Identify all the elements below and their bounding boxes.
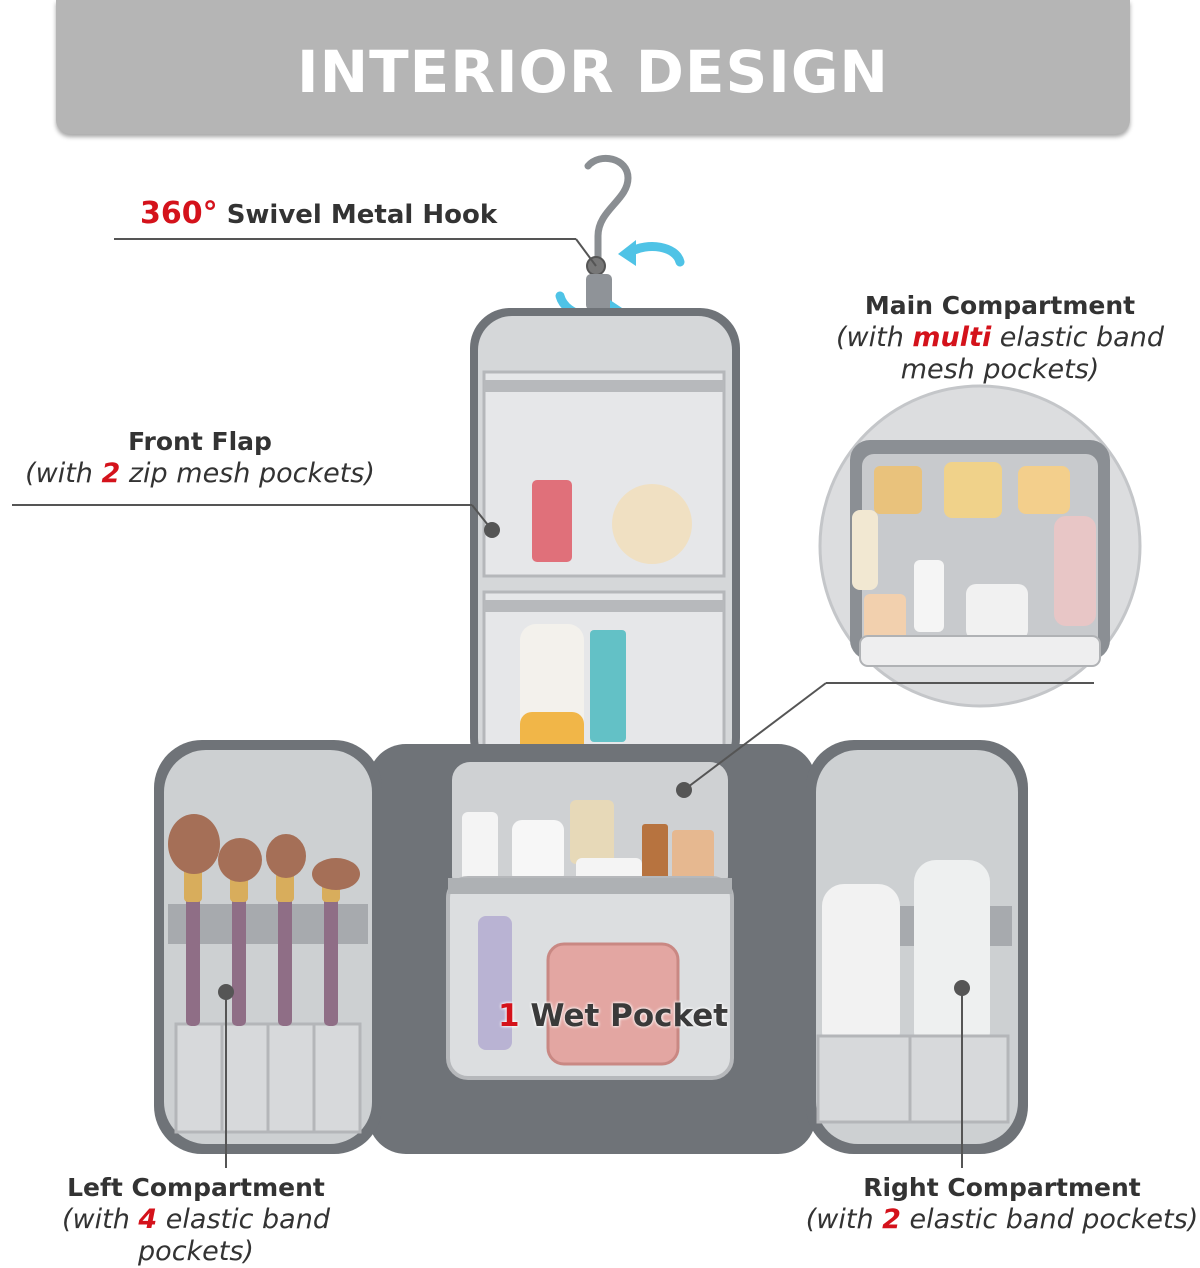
right-compartment-heading: Right Compartment — [863, 1173, 1141, 1202]
wet-pocket-label: 1 Wet Pocket — [498, 998, 728, 1034]
title-banner: INTERIOR DESIGN — [56, 0, 1130, 134]
front-flap — [470, 308, 740, 778]
main-compartment-heading: Main Compartment — [864, 291, 1136, 320]
front-flap-desc: (with 2 zip mesh pockets) — [25, 458, 375, 489]
main-compartment-zoom — [818, 384, 1142, 708]
hook-text: Swivel Metal Hook — [226, 200, 498, 230]
left-compartment-label: Left Compartment (with 4 elastic band po… — [0, 1172, 392, 1268]
left-compartment-desc: (with 4 elastic band pockets) — [62, 1204, 330, 1267]
main-compartment-desc-line1: (with multi elastic band — [836, 322, 1164, 353]
wet-pocket-count: 1 — [498, 998, 520, 1034]
right-compartment — [806, 740, 1028, 1154]
hook-degree: 360° — [140, 196, 218, 231]
right-compartment-label: Right Compartment (with 2 elastic band p… — [804, 1172, 1200, 1236]
wet-pocket-text: Wet Pocket — [519, 998, 729, 1034]
hook-label: 360° Swivel Metal Hook — [140, 196, 497, 231]
front-flap-label: Front Flap (with 2 zip mesh pockets) — [14, 426, 386, 490]
right-compartment-desc: (with 2 elastic band pockets) — [805, 1204, 1199, 1235]
main-compartment — [368, 744, 816, 1154]
main-compartment-desc-line2: mesh pockets) — [900, 354, 1100, 385]
leader-lines — [12, 238, 1094, 1168]
front-flap-heading: Front Flap — [128, 427, 272, 456]
left-compartment — [154, 740, 382, 1154]
banner-title: INTERIOR DESIGN — [297, 38, 889, 106]
left-compartment-heading: Left Compartment — [67, 1173, 325, 1202]
main-compartment-label: Main Compartment (with multi elastic ban… — [820, 290, 1180, 386]
